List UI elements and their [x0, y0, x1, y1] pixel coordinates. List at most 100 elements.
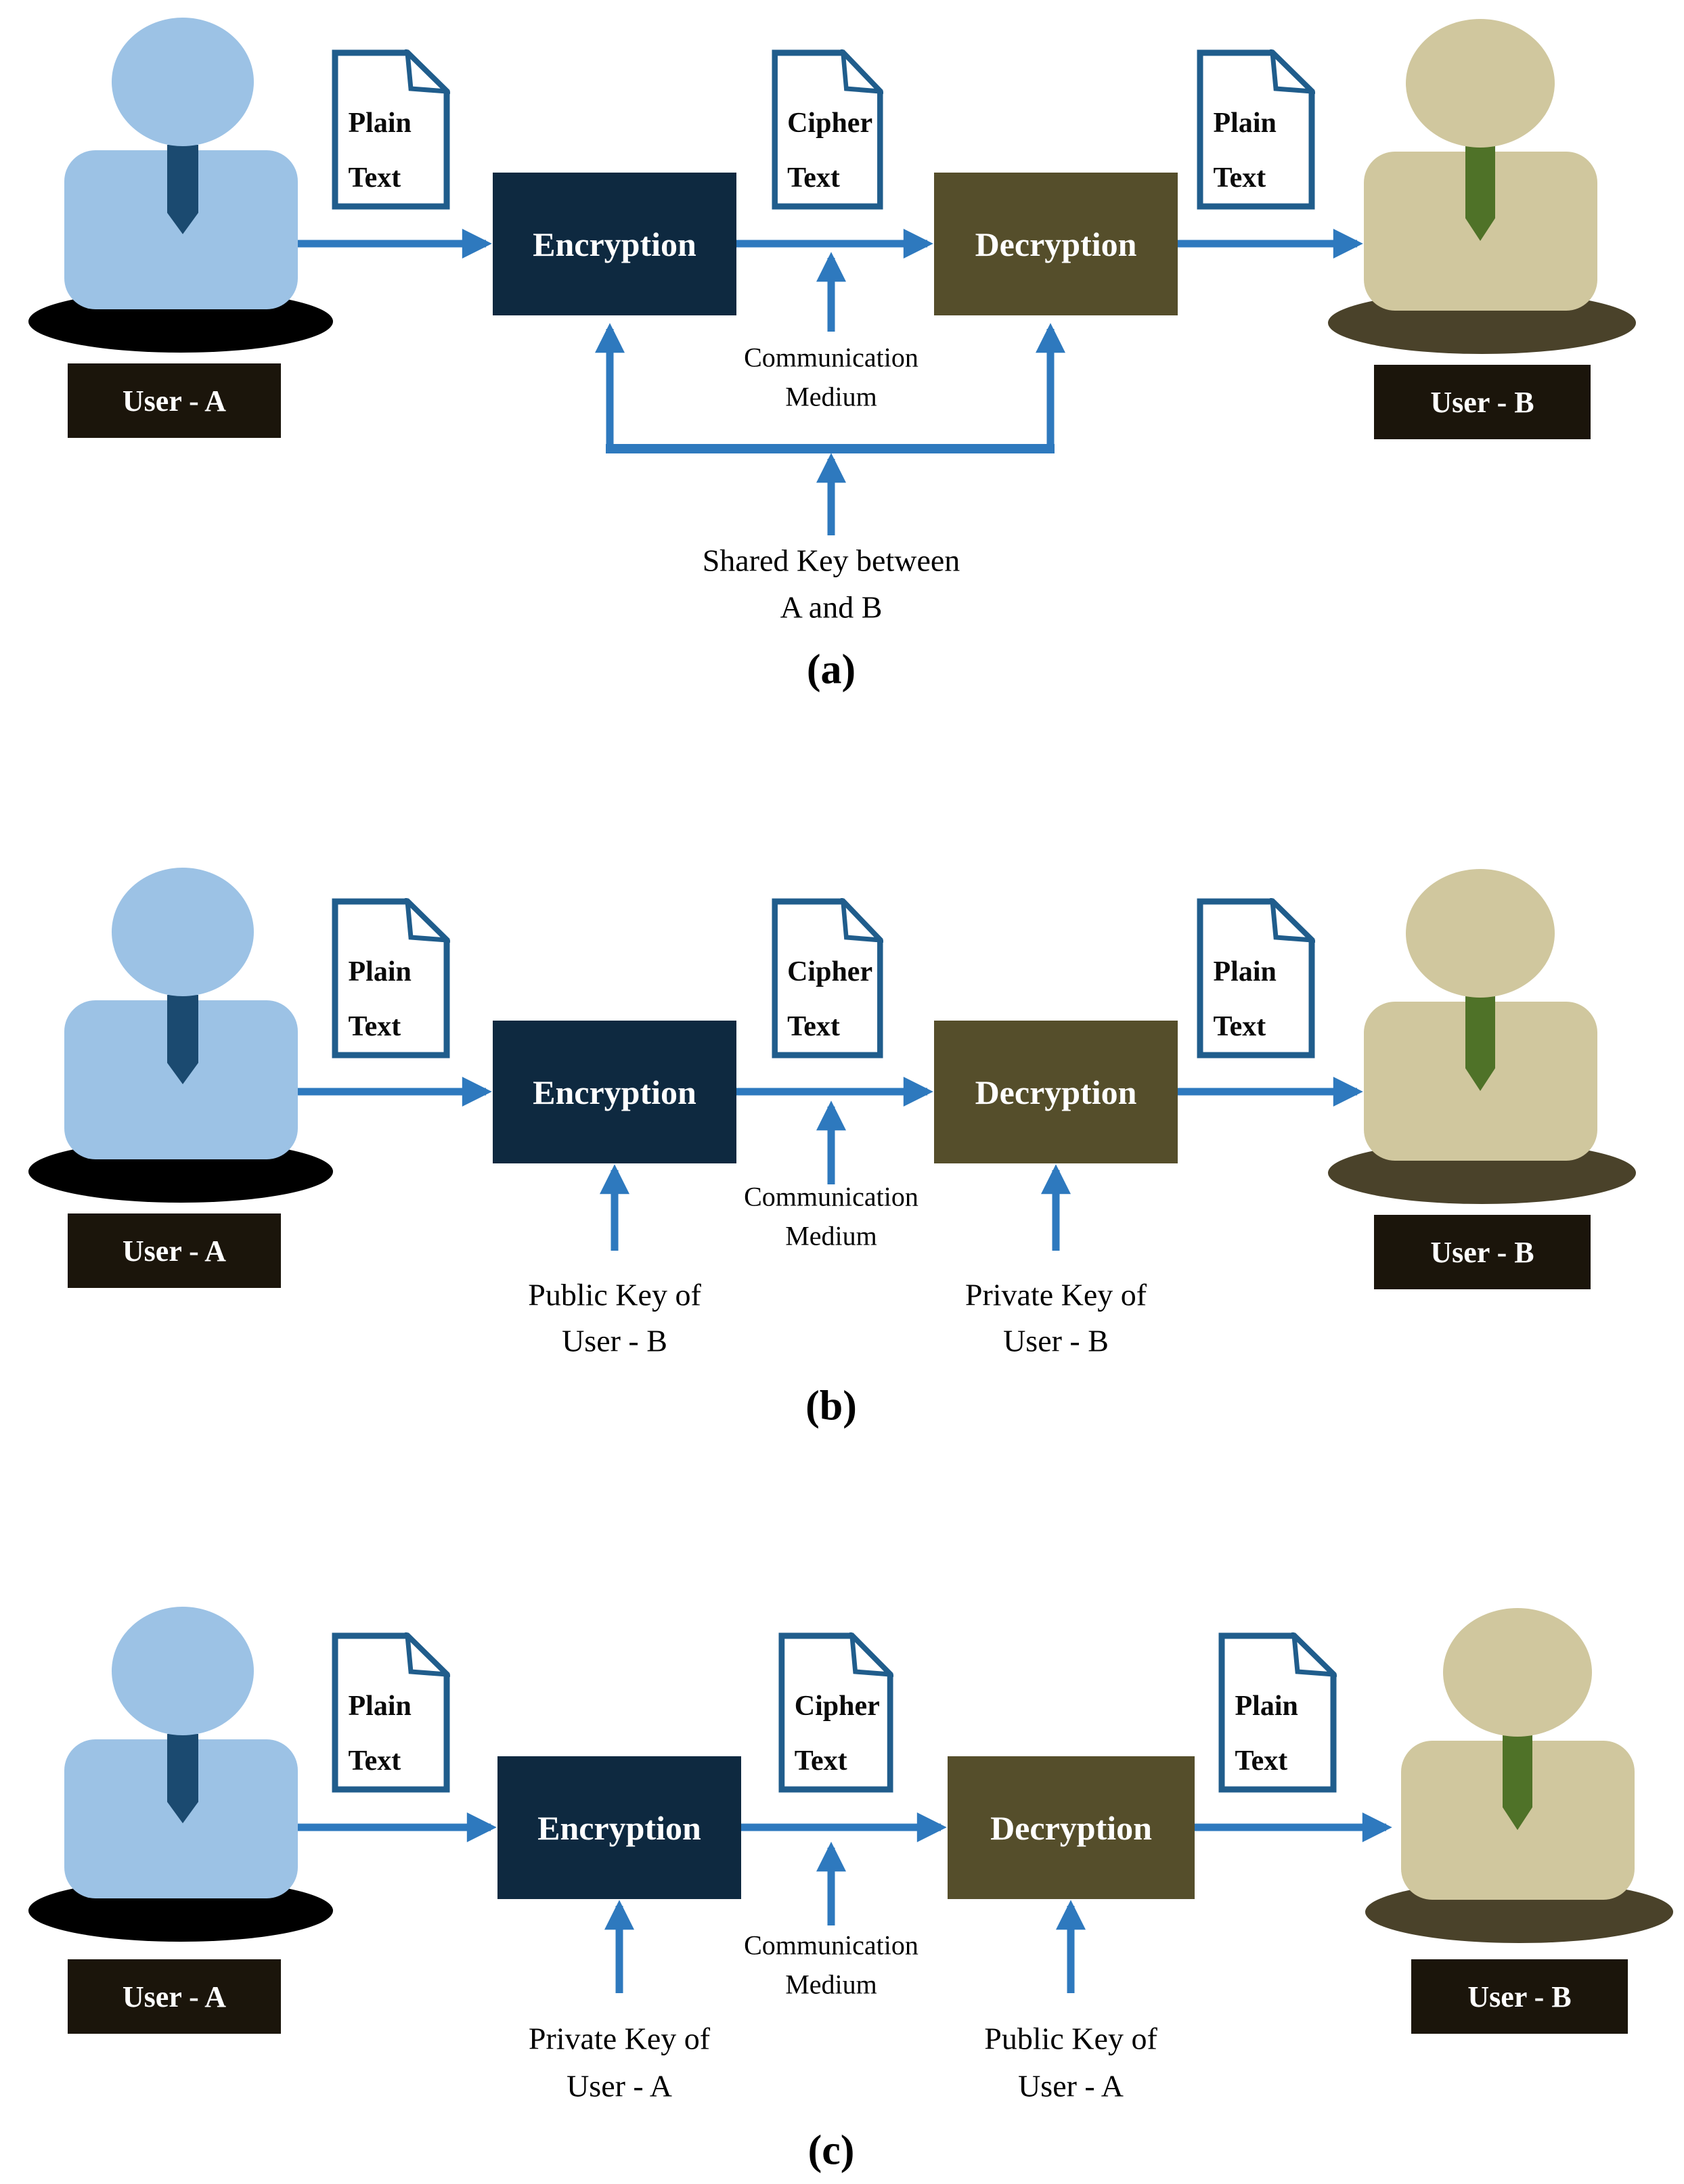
comm-line1: Communication: [744, 1181, 918, 1212]
doc-text: Plain: [348, 956, 412, 988]
cipher-text-doc-c: Cipher Text: [778, 1632, 893, 1793]
decryption-box-b: Decryption: [934, 1021, 1178, 1163]
user-a-label-section-c: User - A: [68, 1959, 281, 2034]
encryption-box-c: Encryption: [497, 1756, 741, 1899]
avatar-head: [112, 1607, 254, 1735]
avatar-tie: [1503, 1735, 1532, 1830]
comm-line2: Medium: [785, 1969, 877, 2000]
doc-text: Text: [348, 1010, 401, 1042]
user-a-label-text: User - A: [122, 384, 227, 418]
key-text: User - B: [562, 1323, 667, 1358]
document-icon: [1218, 1632, 1337, 1793]
document-icon: [1197, 49, 1315, 210]
avatar-head: [1443, 1608, 1592, 1737]
shared-key-text1: Shared Key between: [702, 543, 960, 578]
communication-medium-label-c: Communication: [744, 1930, 918, 1961]
doc-text: Plain: [1213, 108, 1277, 139]
avatar-head: [1406, 869, 1555, 998]
avatar-tie: [167, 145, 198, 234]
doc-text: Text: [1213, 1010, 1266, 1042]
plain-text-doc-c-right: Plain Text: [1218, 1632, 1337, 1793]
document-icon: [778, 1632, 893, 1793]
decryption-key-label-b-line2: User - B: [1003, 1323, 1109, 1359]
comm-line2: Medium: [785, 381, 877, 412]
doc-text: Text: [787, 162, 840, 194]
doc-text: Text: [348, 162, 401, 194]
communication-medium-label-b2: Medium: [785, 1220, 877, 1252]
encryption-key-label-c-line2: User - A: [567, 2068, 672, 2104]
doc-text: Text: [794, 1745, 847, 1777]
communication-medium-label-c2: Medium: [785, 1969, 877, 2001]
key-text: User - A: [567, 2068, 672, 2103]
plain-text-doc-b-right: Plain Text: [1197, 898, 1315, 1058]
communication-medium-label-b: Communication: [744, 1181, 918, 1213]
plain-text-doc-a-left: Plain Text: [332, 49, 450, 210]
cipher-text-doc-a: Cipher Text: [772, 49, 883, 210]
decryption-key-label-c-line2: User - A: [1018, 2068, 1124, 2104]
doc-text: Plain: [348, 108, 412, 139]
decryption-box-label: Decryption: [990, 1808, 1152, 1847]
document-icon: [332, 898, 450, 1058]
document-icon: [332, 49, 450, 210]
user-b-label-section-c: User - B: [1411, 1959, 1628, 2034]
avatar-tie: [1465, 146, 1495, 241]
encryption-box-label: Encryption: [533, 1073, 696, 1111]
encryption-key-label-c-line1: Private Key of: [529, 2021, 710, 2057]
user-b-label-section-a: User - B: [1374, 365, 1591, 439]
avatar-tie: [167, 1734, 198, 1823]
decryption-box-a: Decryption: [934, 173, 1178, 315]
document-icon: [772, 898, 883, 1058]
shared-key-label-line1: Shared Key between: [703, 543, 960, 579]
decryption-box-c: Decryption: [948, 1756, 1195, 1899]
encryption-key-label-b-line2: User - B: [562, 1323, 667, 1359]
shared-key-label-line2: A and B: [780, 589, 883, 625]
key-text: User - B: [1003, 1323, 1109, 1358]
user-b-label-text: User - B: [1467, 1980, 1572, 2013]
doc-text: Text: [348, 1745, 401, 1777]
caption-c-text: (c): [807, 2127, 855, 2174]
doc-text: Cipher: [794, 1691, 880, 1722]
doc-text: Cipher: [787, 108, 873, 139]
caption-b: (b): [805, 1383, 857, 1431]
user-a-label-section-b: User - A: [68, 1213, 281, 1288]
doc-text: Cipher: [787, 956, 873, 988]
plain-text-doc-c-left: Plain Text: [332, 1632, 450, 1793]
caption-c: (c): [808, 2127, 855, 2175]
avatar-head: [112, 868, 254, 996]
doc-text: Text: [1213, 162, 1266, 194]
comm-line1: Communication: [744, 1930, 918, 1961]
encryption-key-label-b-line1: Public Key of: [528, 1277, 701, 1313]
communication-medium-label-a2: Medium: [785, 381, 877, 413]
caption-a-text: (a): [806, 646, 856, 693]
user-a-label-text: User - A: [122, 1980, 227, 2013]
key-text: Public Key of: [984, 2021, 1157, 2056]
doc-text: Plain: [348, 1691, 412, 1722]
key-text: Private Key of: [965, 1277, 1147, 1312]
user-b-label-text: User - B: [1430, 1235, 1534, 1269]
comm-line2: Medium: [785, 1220, 877, 1251]
user-a-label-section-a: User - A: [68, 363, 281, 438]
cipher-text-doc-b: Cipher Text: [772, 898, 883, 1058]
doc-text: Text: [787, 1010, 840, 1042]
doc-text: Plain: [1235, 1691, 1298, 1722]
encryption-box-a: Encryption: [493, 173, 736, 315]
user-a-label-text: User - A: [122, 1234, 227, 1268]
avatar-head: [112, 18, 254, 146]
key-text: Public Key of: [528, 1277, 701, 1312]
avatar-tie: [1465, 996, 1495, 1091]
document-icon: [772, 49, 883, 210]
doc-text: Text: [1235, 1745, 1288, 1777]
avatar-head: [1406, 19, 1555, 148]
key-text: Private Key of: [528, 2021, 711, 2056]
document-icon: [332, 1632, 450, 1793]
plain-text-doc-b-left: Plain Text: [332, 898, 450, 1058]
comm-line1: Communication: [744, 342, 918, 373]
encryption-box-label: Encryption: [537, 1808, 701, 1847]
encryption-box-b: Encryption: [493, 1021, 736, 1163]
decryption-key-label-b-line1: Private Key of: [965, 1277, 1147, 1313]
avatar-tie: [167, 995, 198, 1084]
user-b-label-section-b: User - B: [1374, 1215, 1591, 1289]
key-text: User - A: [1018, 2068, 1124, 2103]
